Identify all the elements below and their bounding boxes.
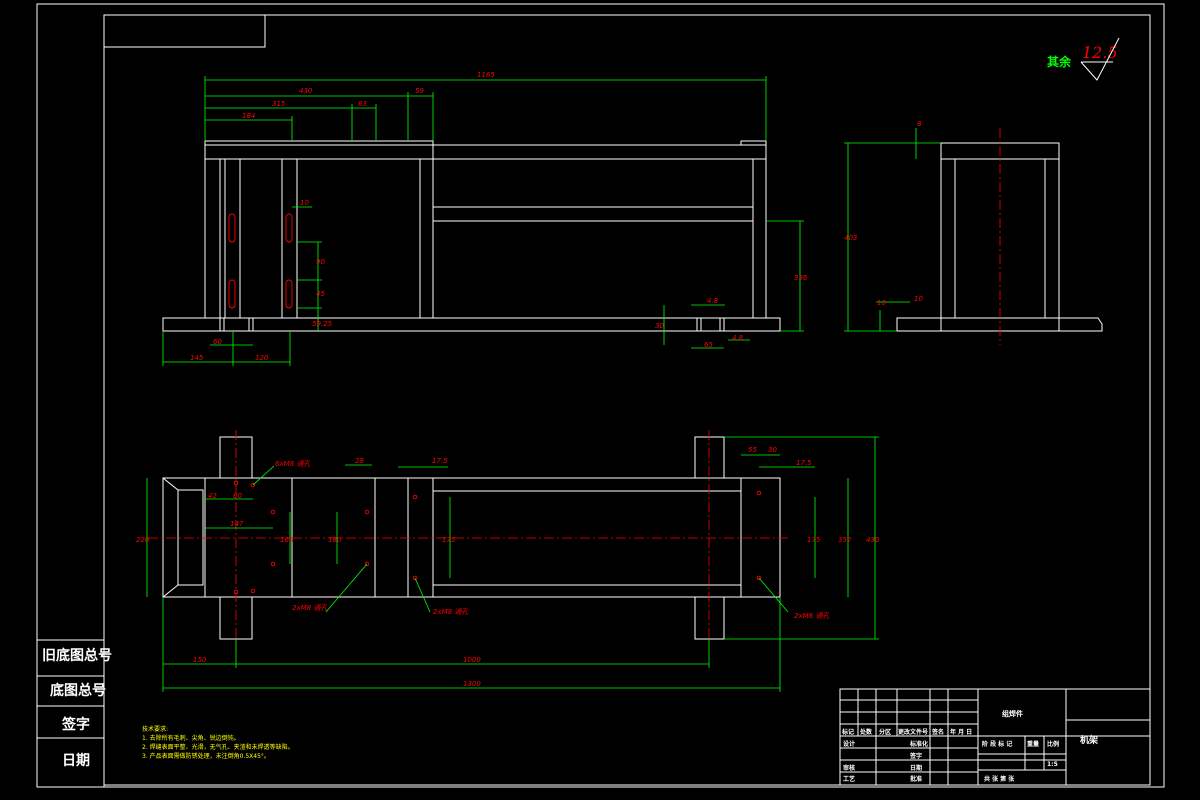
old-drawing-number-label: 旧底图总号 — [42, 648, 112, 664]
svg-text:10: 10 — [877, 299, 886, 307]
svg-text:65: 65 — [704, 341, 713, 349]
svg-text:2xM8 通孔: 2xM8 通孔 — [794, 612, 830, 620]
svg-text:147: 147 — [230, 520, 244, 528]
svg-text:6xM8 通孔: 6xM8 通孔 — [275, 460, 311, 468]
svg-text:共 张 第 张: 共 张 第 张 — [984, 775, 1015, 783]
svg-text:63: 63 — [358, 100, 367, 108]
svg-text:45: 45 — [316, 290, 325, 298]
svg-text:1165: 1165 — [477, 71, 495, 79]
svg-text:机架: 机架 — [1080, 734, 1098, 746]
inner-border — [103, 14, 1151, 786]
drawing-number-label: 底图总号 — [50, 683, 106, 699]
svg-text:2. 焊缝表面平整、光滑，无气孔、夹渣和未焊透等缺陷。: 2. 焊缝表面平整、光滑，无气孔、夹渣和未焊透等缺陷。 — [142, 743, 294, 751]
svg-text:59.25: 59.25 — [312, 320, 333, 328]
svg-text:标记: 标记 — [841, 728, 854, 736]
svg-text:430: 430 — [866, 536, 880, 544]
svg-text:145: 145 — [190, 354, 204, 362]
side-strip — [36, 639, 105, 788]
tech-requirements: 技术要求: 1. 去除所有毛刺、尖角、锐边倒钝。 2. 焊缝表面平整、光滑，无气… — [142, 725, 294, 760]
svg-text:标准化: 标准化 — [909, 740, 928, 748]
svg-text:1300: 1300 — [463, 680, 481, 688]
svg-text:336: 336 — [794, 274, 808, 282]
svg-text:220: 220 — [136, 536, 150, 544]
title-block: 组焊件 机架 标记 处数 分区 更改文件号 签名 年 月 日 设计 标准化 审核… — [839, 688, 1151, 786]
svg-text:17.5: 17.5 — [796, 459, 812, 467]
svg-text:175: 175 — [442, 536, 456, 544]
svg-text:更改文件号: 更改文件号 — [898, 728, 928, 736]
svg-text:阶 段 标 记: 阶 段 标 记 — [982, 740, 1012, 748]
svg-text:其余: 其余 — [1047, 54, 1072, 69]
svg-text:技术要求:: 技术要求: — [142, 725, 168, 733]
outer-border — [36, 3, 1165, 788]
roughness-symbol: 其余 12.5 — [1047, 37, 1120, 81]
svg-text:审核: 审核 — [843, 764, 855, 772]
svg-text:150: 150 — [193, 656, 207, 664]
svg-text:4.8: 4.8 — [732, 334, 744, 342]
svg-text:12.5: 12.5 — [1082, 43, 1118, 62]
svg-text:处数: 处数 — [859, 728, 873, 736]
svg-text:重量: 重量 — [1027, 740, 1039, 748]
svg-text:160: 160 — [280, 536, 294, 544]
svg-text:184: 184 — [242, 112, 255, 120]
svg-text:90: 90 — [316, 258, 325, 266]
svg-text:59: 59 — [415, 87, 424, 95]
svg-text:签字: 签字 — [909, 752, 922, 760]
side-view: 403 8 10 10 — [844, 120, 1103, 345]
svg-text:60: 60 — [213, 338, 222, 346]
svg-text:315: 315 — [272, 100, 286, 108]
svg-text:55: 55 — [748, 446, 757, 454]
svg-text:30: 30 — [655, 322, 664, 330]
svg-text:日期: 日期 — [910, 764, 922, 772]
signature-label: 签字 — [62, 717, 90, 733]
svg-text:403: 403 — [844, 234, 857, 242]
svg-text:4.8: 4.8 — [707, 297, 719, 305]
svg-text:180: 180 — [328, 536, 342, 544]
svg-text:10: 10 — [300, 199, 309, 207]
svg-text:60: 60 — [233, 492, 242, 500]
front-view: 1165 430 59 315 63 184 10 90 45 59.25 33… — [162, 71, 808, 366]
svg-text:430: 430 — [299, 87, 313, 95]
svg-text:批准: 批准 — [910, 775, 922, 783]
svg-text:175: 175 — [807, 536, 821, 544]
svg-text:1000: 1000 — [463, 656, 481, 664]
svg-text:年 月 日: 年 月 日 — [950, 728, 972, 736]
svg-text:分区: 分区 — [879, 728, 891, 736]
svg-text:42: 42 — [208, 492, 217, 500]
svg-text:签名: 签名 — [931, 728, 944, 736]
svg-text:120: 120 — [255, 354, 269, 362]
svg-text:17.5: 17.5 — [432, 457, 448, 465]
svg-text:1:5: 1:5 — [1047, 761, 1058, 768]
svg-text:比例: 比例 — [1047, 740, 1059, 748]
svg-text:28: 28 — [355, 457, 364, 465]
svg-text:工艺: 工艺 — [843, 775, 855, 783]
svg-text:30: 30 — [768, 446, 777, 454]
svg-text:352: 352 — [838, 536, 852, 544]
svg-text:1. 去除所有毛刺、尖角、锐边倒钝。: 1. 去除所有毛刺、尖角、锐边倒钝。 — [142, 734, 240, 742]
svg-text:3. 产品表面需做防锈处理，未注倒角0.5X45°。: 3. 产品表面需做防锈处理，未注倒角0.5X45°。 — [142, 752, 270, 760]
svg-text:设计: 设计 — [843, 740, 855, 748]
date-label: 日期 — [62, 753, 90, 769]
svg-text:8: 8 — [917, 120, 922, 128]
svg-text:10: 10 — [914, 295, 923, 303]
svg-text:2xM8 通孔: 2xM8 通孔 — [292, 604, 328, 612]
svg-text:2xM8 通孔: 2xM8 通孔 — [433, 608, 469, 616]
svg-text:组焊件: 组焊件 — [1002, 709, 1023, 718]
code-box — [103, 14, 266, 48]
plan-view: 220 42 60 147 160 180 28 17.5 175 55 30 … — [136, 430, 880, 692]
